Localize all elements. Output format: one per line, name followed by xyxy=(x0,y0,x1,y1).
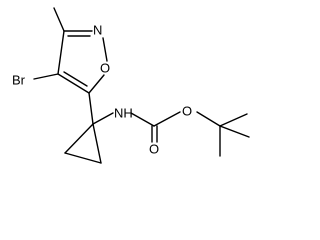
ring-c5-c4-bond xyxy=(57,73,90,94)
ring-c4-c3-bond xyxy=(57,30,65,75)
cyclopropyl-bond-a xyxy=(64,123,94,154)
ring-c5-c4-double-bond xyxy=(63,71,88,87)
molecule-diagram: N O Br NH O O xyxy=(12,7,250,164)
atom-label-nh: NH xyxy=(114,105,133,120)
methyl-bond xyxy=(53,7,65,32)
atom-label-o-ester: O xyxy=(182,103,192,118)
tbutyl-methyl-up-bond xyxy=(219,113,248,127)
cyclopropyl-bond-b xyxy=(64,152,102,164)
atom-label-br: Br xyxy=(12,72,26,87)
structure-canvas: N O Br NH O O xyxy=(12,7,250,164)
atom-label-n: N xyxy=(93,22,102,37)
atom-label-o-ring: O xyxy=(100,60,110,75)
cyclopropyl-bond-c xyxy=(92,123,102,164)
c5-cyclopropyl-bond xyxy=(88,92,94,125)
tbutyl-methyl-right-bond xyxy=(219,125,250,138)
c4-br-bond xyxy=(33,73,59,80)
c-nh-bond xyxy=(92,112,114,125)
carbonyl-ester-o-bond xyxy=(153,111,181,127)
nh-carbonyl-bond xyxy=(130,112,155,127)
ring-o-c5-bond xyxy=(88,74,105,94)
ring-n-o-bond xyxy=(102,37,108,62)
ester-o-tbutyl-bond xyxy=(196,111,221,127)
atom-label-o-carbonyl: O xyxy=(149,141,159,156)
